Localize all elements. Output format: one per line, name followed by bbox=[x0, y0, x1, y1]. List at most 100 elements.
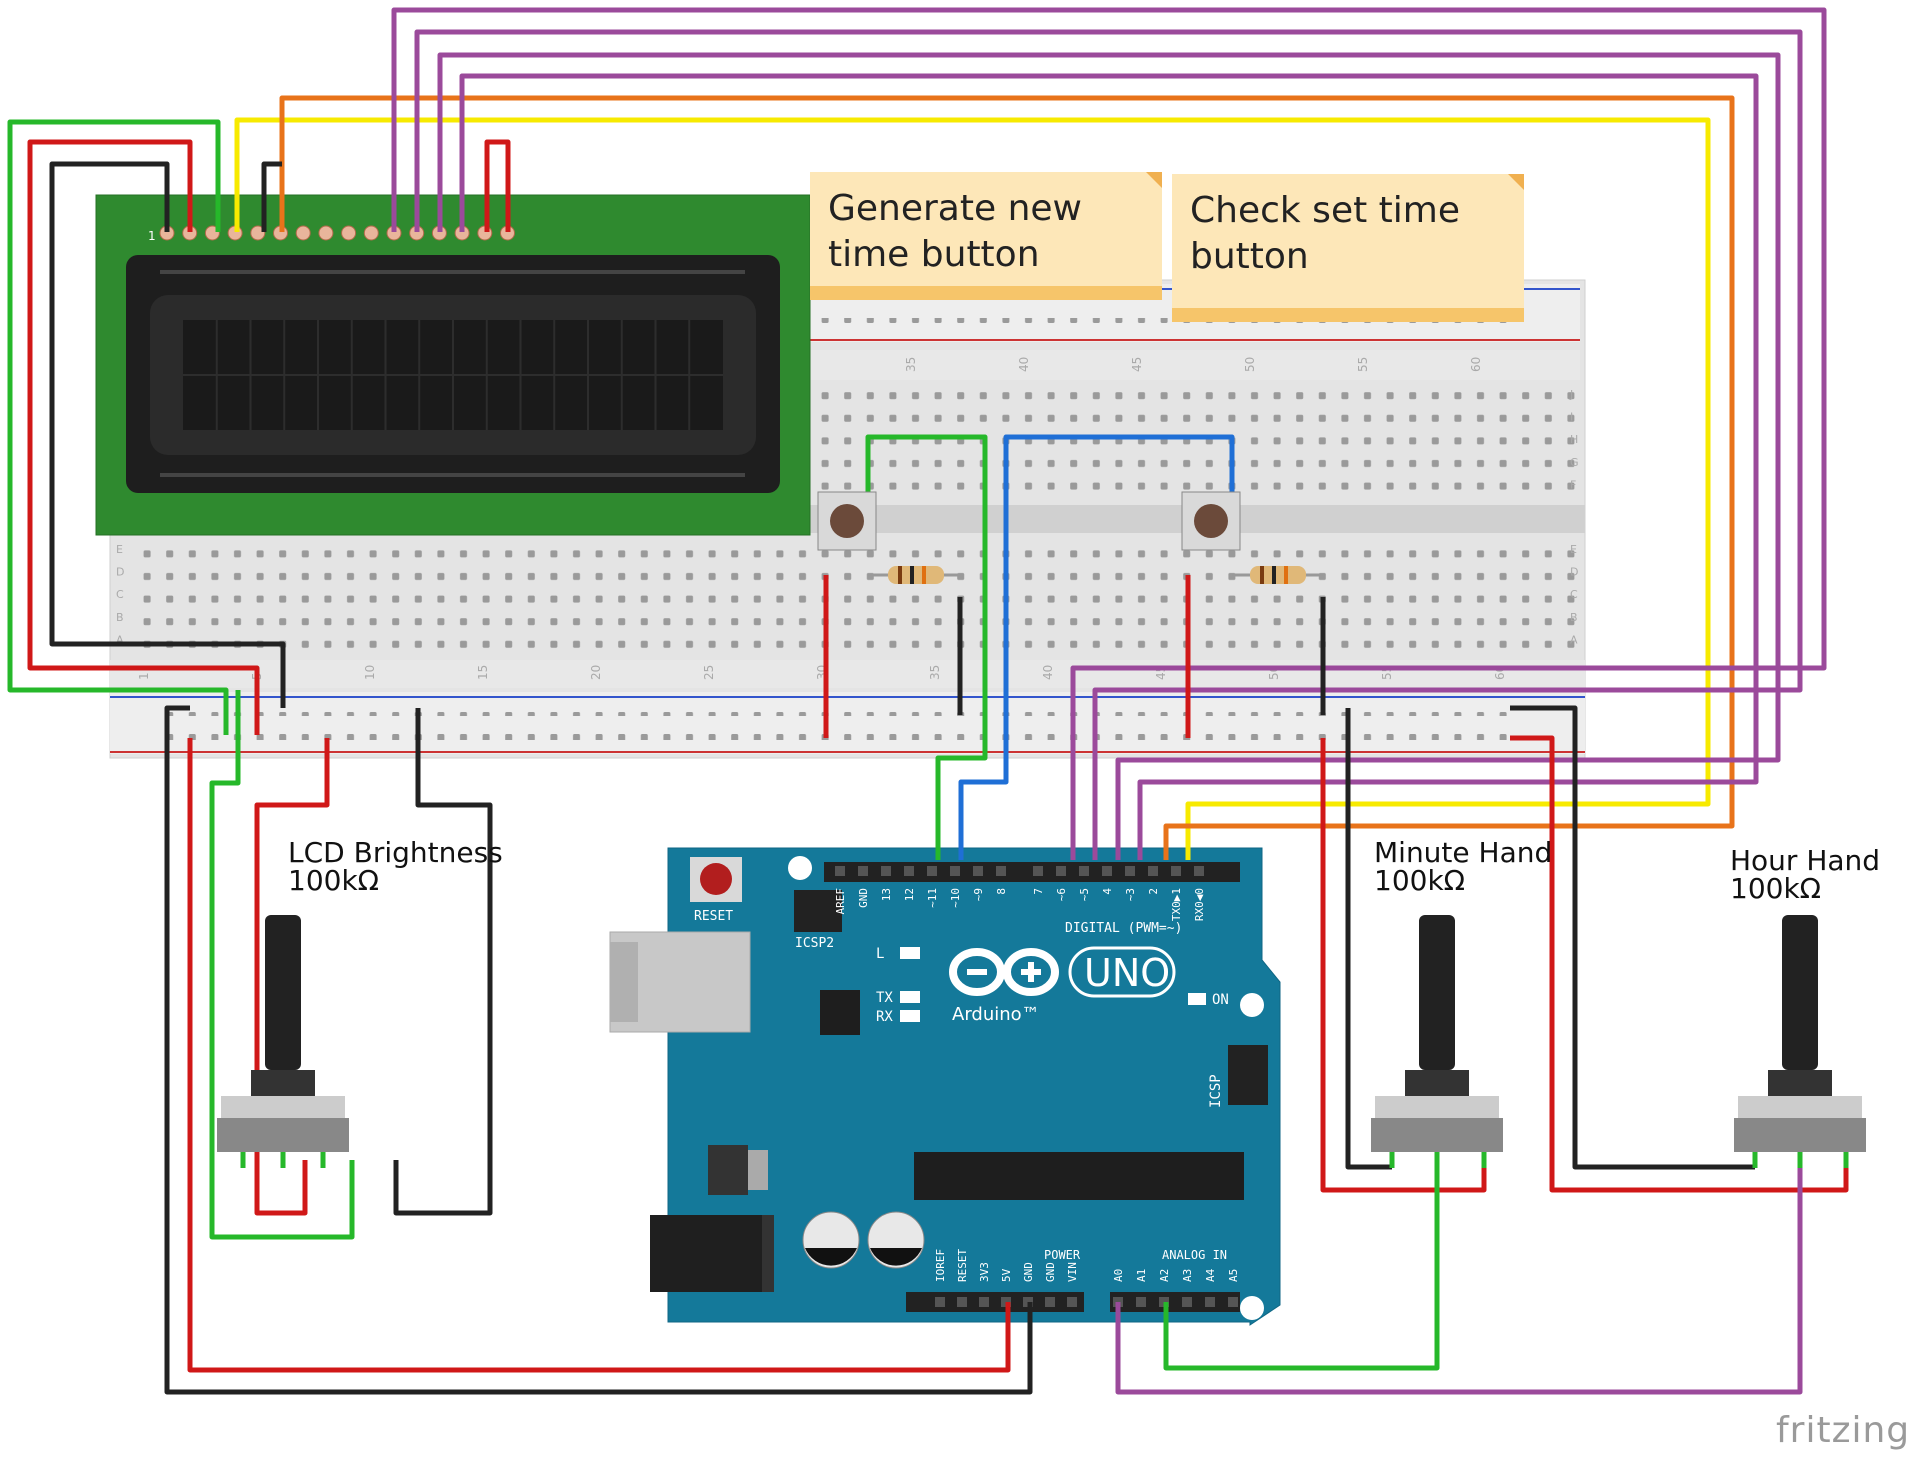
power-pin-label: GND bbox=[1044, 1262, 1057, 1282]
digital-pin-socket bbox=[1148, 866, 1158, 876]
wire-red-lcd-a bbox=[484, 139, 511, 232]
digital-pin-label: 2 bbox=[1147, 888, 1160, 895]
digital-pin-label: 13 bbox=[880, 888, 893, 901]
breadboard-letter: A bbox=[116, 633, 124, 646]
pot-label-minute-name: Minute Hand bbox=[1374, 836, 1553, 869]
wire-green-pot-lcd bbox=[209, 690, 355, 1240]
led-label: RX bbox=[876, 1009, 893, 1025]
digital-pin-label: ~5 bbox=[1078, 888, 1091, 901]
mounting-hole bbox=[1240, 1296, 1264, 1320]
led bbox=[900, 1010, 920, 1022]
wire-black-pot-lcd bbox=[393, 708, 493, 1216]
breadboard-letter: J bbox=[1569, 388, 1573, 401]
digital-pin-label: 4 bbox=[1101, 888, 1114, 895]
digital-pin-socket bbox=[1194, 866, 1204, 876]
digital-pin-label: GND bbox=[857, 888, 870, 908]
analog-label: ANALOG IN bbox=[1162, 1248, 1227, 1262]
power-pin-label: VIN bbox=[1066, 1262, 1079, 1282]
breadboard-number: 25 bbox=[702, 665, 716, 680]
potentiometer-lcd[interactable] bbox=[217, 915, 349, 1168]
power-pin-label: 3V3 bbox=[978, 1262, 991, 1282]
breadboard-number: 35 bbox=[928, 665, 942, 680]
breadboard-letter: A bbox=[1570, 633, 1578, 646]
push-button[interactable] bbox=[1181, 491, 1241, 551]
lcd-module: 1 bbox=[95, 194, 811, 536]
reset-button[interactable] bbox=[700, 863, 732, 895]
power-pin-label: RESET bbox=[956, 1249, 969, 1282]
digital-pin-label: RX0◀0 bbox=[1193, 888, 1206, 921]
wire-purple-lcd-d6 bbox=[414, 29, 1803, 860]
pot-label-lcd-name: LCD Brightness bbox=[288, 836, 503, 869]
digital-pin-label: ~3 bbox=[1124, 888, 1137, 901]
lcd-pin bbox=[318, 225, 334, 241]
wire-blue-btn2 bbox=[958, 434, 1235, 860]
power-pin-label: GND bbox=[1022, 1262, 1035, 1282]
push-button[interactable] bbox=[817, 491, 877, 551]
led-label: L bbox=[876, 946, 884, 962]
breadboard-number: 50 bbox=[1243, 357, 1257, 372]
pot-label-hour-name: Hour Hand bbox=[1730, 844, 1881, 877]
icsp-label: ICSP bbox=[1208, 1074, 1224, 1108]
digital-pin-label: TX0▶1 bbox=[1170, 888, 1183, 921]
pot-label-minute-value: 100kΩ bbox=[1374, 864, 1466, 897]
digital-pin-label: ~6 bbox=[1055, 888, 1068, 901]
digital-pin-socket bbox=[1033, 866, 1043, 876]
breadboard-letter: D bbox=[1570, 566, 1578, 579]
digital-pin-socket bbox=[1102, 866, 1112, 876]
pot-label-lcd-value: 100kΩ bbox=[288, 864, 380, 897]
breadboard-letter: I bbox=[1570, 411, 1573, 424]
power-pin-socket bbox=[979, 1297, 989, 1307]
digital-pin-label: 12 bbox=[903, 888, 916, 901]
digital-pin-socket bbox=[835, 866, 845, 876]
analog-pin-label: A5 bbox=[1227, 1269, 1240, 1282]
breadboard-number: 35 bbox=[904, 357, 918, 372]
digital-pin-socket bbox=[1125, 866, 1135, 876]
digital-pin-socket bbox=[1056, 866, 1066, 876]
digital-pin-label: 7 bbox=[1032, 888, 1045, 895]
digital-pin-socket bbox=[973, 866, 983, 876]
on-led bbox=[1188, 993, 1206, 1005]
resistor bbox=[1232, 566, 1323, 584]
chip-small bbox=[820, 990, 860, 1035]
arduino-board bbox=[667, 847, 1281, 1326]
breadboard-letter: H bbox=[1570, 433, 1578, 446]
breadboard-number: 20 bbox=[589, 665, 603, 680]
analog-pin-label: A0 bbox=[1112, 1269, 1125, 1282]
breadboard-letter: C bbox=[1570, 588, 1578, 601]
breadboard-letter: G bbox=[1570, 456, 1579, 469]
breadboard-number: 40 bbox=[1041, 665, 1055, 680]
icsp2-label: ICSP2 bbox=[795, 936, 834, 951]
breadboard-letter: E bbox=[116, 543, 123, 556]
power-pin-socket bbox=[957, 1297, 967, 1307]
power-jack bbox=[650, 1215, 770, 1292]
wire-purple-pot-hour bbox=[1115, 1160, 1803, 1395]
analog-pin-socket bbox=[1228, 1297, 1238, 1307]
digital-pin-label: 8 bbox=[995, 888, 1008, 895]
lcd-pin1-label: 1 bbox=[148, 229, 156, 243]
power-pin-socket bbox=[1045, 1297, 1055, 1307]
wire-red-pot-hour bbox=[1510, 735, 1849, 1193]
digital-label: DIGITAL (PWM=~) bbox=[1065, 921, 1182, 936]
analog-pin-label: A3 bbox=[1181, 1269, 1194, 1282]
digital-pin-socket bbox=[950, 866, 960, 876]
fritzing-watermark: fritzing bbox=[1776, 1410, 1911, 1451]
potentiometer-hour[interactable] bbox=[1734, 915, 1866, 1168]
led bbox=[900, 947, 920, 959]
lcd-pin bbox=[341, 225, 357, 241]
potentiometer-minute[interactable] bbox=[1371, 915, 1503, 1168]
mounting-hole bbox=[788, 856, 812, 880]
wire-black-gnd bbox=[164, 705, 1033, 1395]
breadboard-letter: F bbox=[1570, 478, 1576, 491]
analog-pin-label: A2 bbox=[1158, 1269, 1171, 1282]
wire-purple-lcd-d5 bbox=[437, 52, 1781, 860]
breadboard-letter: E bbox=[1570, 543, 1577, 556]
on-label: ON bbox=[1212, 992, 1229, 1008]
wire-red-5v bbox=[187, 738, 1011, 1373]
analog-pin-socket bbox=[1136, 1297, 1146, 1307]
atmega-chip bbox=[914, 1152, 1244, 1200]
uno-badge bbox=[1068, 946, 1176, 998]
